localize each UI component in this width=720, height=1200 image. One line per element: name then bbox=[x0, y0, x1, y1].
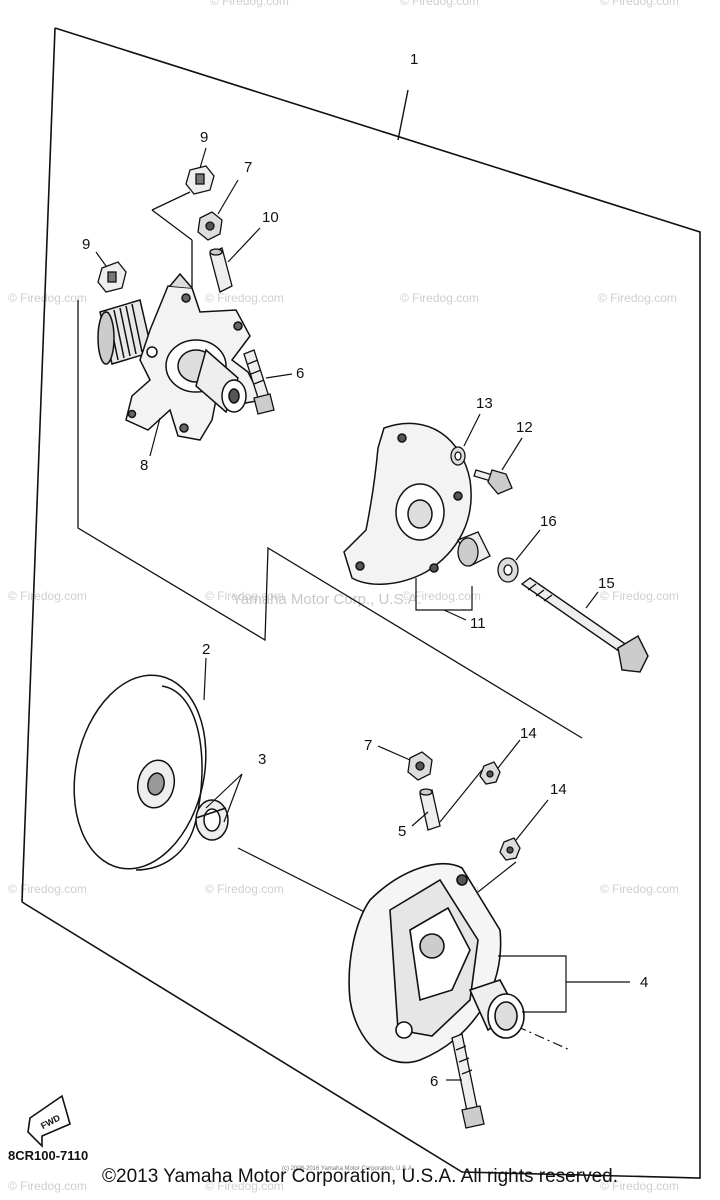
watermark: © Firedog.com bbox=[205, 589, 284, 603]
washer-part-16 bbox=[497, 557, 519, 583]
nut-part-7-lower bbox=[407, 751, 433, 781]
svg-text:9: 9 bbox=[200, 129, 208, 146]
svg-text:7: 7 bbox=[244, 159, 252, 176]
callout-14-upper: 14 bbox=[497, 725, 537, 769]
watermark: © Firedog.com bbox=[210, 0, 289, 8]
callout-9-left: 9 bbox=[82, 236, 107, 267]
fixed-sheave-part-4 bbox=[348, 862, 525, 1064]
callout-2: 2 bbox=[202, 641, 210, 701]
callout-13: 13 bbox=[463, 395, 493, 447]
watermark: © Firedog.com bbox=[205, 291, 284, 305]
part-code: 8CR100-7110 bbox=[8, 1148, 88, 1163]
svg-text:14: 14 bbox=[550, 781, 567, 798]
spider-hub-part bbox=[97, 272, 264, 441]
svg-text:4: 4 bbox=[640, 974, 648, 991]
callout-10: 10 bbox=[227, 209, 279, 263]
svg-text:8: 8 bbox=[140, 457, 148, 474]
cover-plate-part-11 bbox=[343, 422, 472, 585]
long-bolt-part-15 bbox=[520, 577, 649, 673]
screw-part-12 bbox=[473, 469, 513, 495]
slider-part-9-upper bbox=[185, 165, 215, 195]
watermark: © Firedog.com bbox=[8, 1179, 87, 1193]
pin-part-5 bbox=[419, 788, 441, 831]
callout-11: 11 bbox=[415, 578, 486, 632]
callout-7-upper: 7 bbox=[217, 159, 252, 215]
svg-text:7: 7 bbox=[364, 737, 372, 754]
bolt-part-6-upper bbox=[243, 349, 275, 415]
svg-text:5: 5 bbox=[398, 823, 406, 840]
watermark: © Firedog.com bbox=[400, 0, 479, 8]
callout-12: 12 bbox=[501, 419, 533, 471]
watermark: © Firedog.com bbox=[8, 291, 87, 305]
callout-6-upper: 6 bbox=[265, 365, 304, 382]
watermark: © Firedog.com bbox=[600, 589, 679, 603]
callout-15: 15 bbox=[585, 575, 615, 609]
watermark: © Firedog.com bbox=[205, 1179, 284, 1193]
watermark: © Firedog.com bbox=[598, 291, 677, 305]
watermark-layer: © Firedog.com © Firedog.com © Firedog.co… bbox=[8, 0, 679, 1193]
leader-14-housing bbox=[477, 861, 517, 893]
upper-group-frame bbox=[77, 191, 583, 739]
watermark: © Firedog.com bbox=[400, 291, 479, 305]
svg-text:6: 6 bbox=[430, 1073, 438, 1090]
svg-text:11: 11 bbox=[470, 615, 486, 632]
callout-16: 16 bbox=[515, 513, 557, 561]
watermark: © Firedog.com bbox=[600, 0, 679, 8]
copyright-notice: ©2013 Yamaha Motor Corporation, U.S.A. A… bbox=[102, 1166, 618, 1187]
watermark: © Firedog.com bbox=[8, 882, 87, 896]
assembly-frame bbox=[21, 27, 701, 1179]
nut-part-14-lower bbox=[499, 837, 521, 861]
callout-8: 8 bbox=[140, 417, 161, 474]
bushing-part bbox=[457, 531, 491, 567]
callout-1: 1 bbox=[397, 51, 418, 141]
svg-text:13: 13 bbox=[476, 395, 493, 412]
fwd-arrow-icon: FWD bbox=[27, 1094, 71, 1148]
washer-part-13 bbox=[450, 446, 466, 466]
watermark: © Firedog.com bbox=[205, 882, 284, 896]
callout-7-lower: 7 bbox=[364, 737, 411, 761]
leader-5-14 bbox=[439, 769, 483, 823]
watermark: © Firedog.com bbox=[600, 882, 679, 896]
spacer-ring-part-3 bbox=[195, 799, 229, 841]
watermark: © Firedog.com bbox=[402, 589, 481, 603]
svg-text:6: 6 bbox=[296, 365, 304, 382]
bolt-part-6-lower bbox=[451, 1033, 485, 1129]
callout-3: 3 bbox=[205, 751, 266, 823]
svg-text:10: 10 bbox=[262, 209, 279, 226]
svg-text:16: 16 bbox=[540, 513, 557, 530]
watermark-center: Yamaha Motor Corp., U.S.A. bbox=[232, 591, 422, 608]
callout-6-lower: 6 bbox=[430, 1073, 462, 1090]
slider-part-9-left bbox=[97, 261, 127, 293]
callout-14-lower: 14 bbox=[515, 781, 567, 841]
svg-text:15: 15 bbox=[598, 575, 615, 592]
nut-part-14-upper bbox=[479, 761, 501, 785]
fine-print: (c) 2008-2016 Yamaha Motor Corporation, … bbox=[282, 1166, 414, 1172]
nut-part-7-upper bbox=[197, 211, 223, 241]
svg-text:9: 9 bbox=[82, 236, 90, 253]
sheave-disc-part-2 bbox=[73, 674, 207, 871]
svg-text:3: 3 bbox=[258, 751, 266, 768]
centerline bbox=[479, 1009, 571, 1051]
svg-text:2: 2 bbox=[202, 641, 210, 658]
svg-text:14: 14 bbox=[520, 725, 537, 742]
callout-5: 5 bbox=[398, 811, 429, 840]
callout-9-upper: 9 bbox=[199, 129, 208, 169]
pin-part-10 bbox=[209, 247, 233, 293]
callout-4: 4 bbox=[498, 955, 648, 1013]
watermark: © Firedog.com bbox=[600, 1179, 679, 1193]
svg-text:12: 12 bbox=[516, 419, 533, 436]
watermark: © Firedog.com bbox=[8, 589, 87, 603]
svg-text:1: 1 bbox=[410, 51, 418, 68]
